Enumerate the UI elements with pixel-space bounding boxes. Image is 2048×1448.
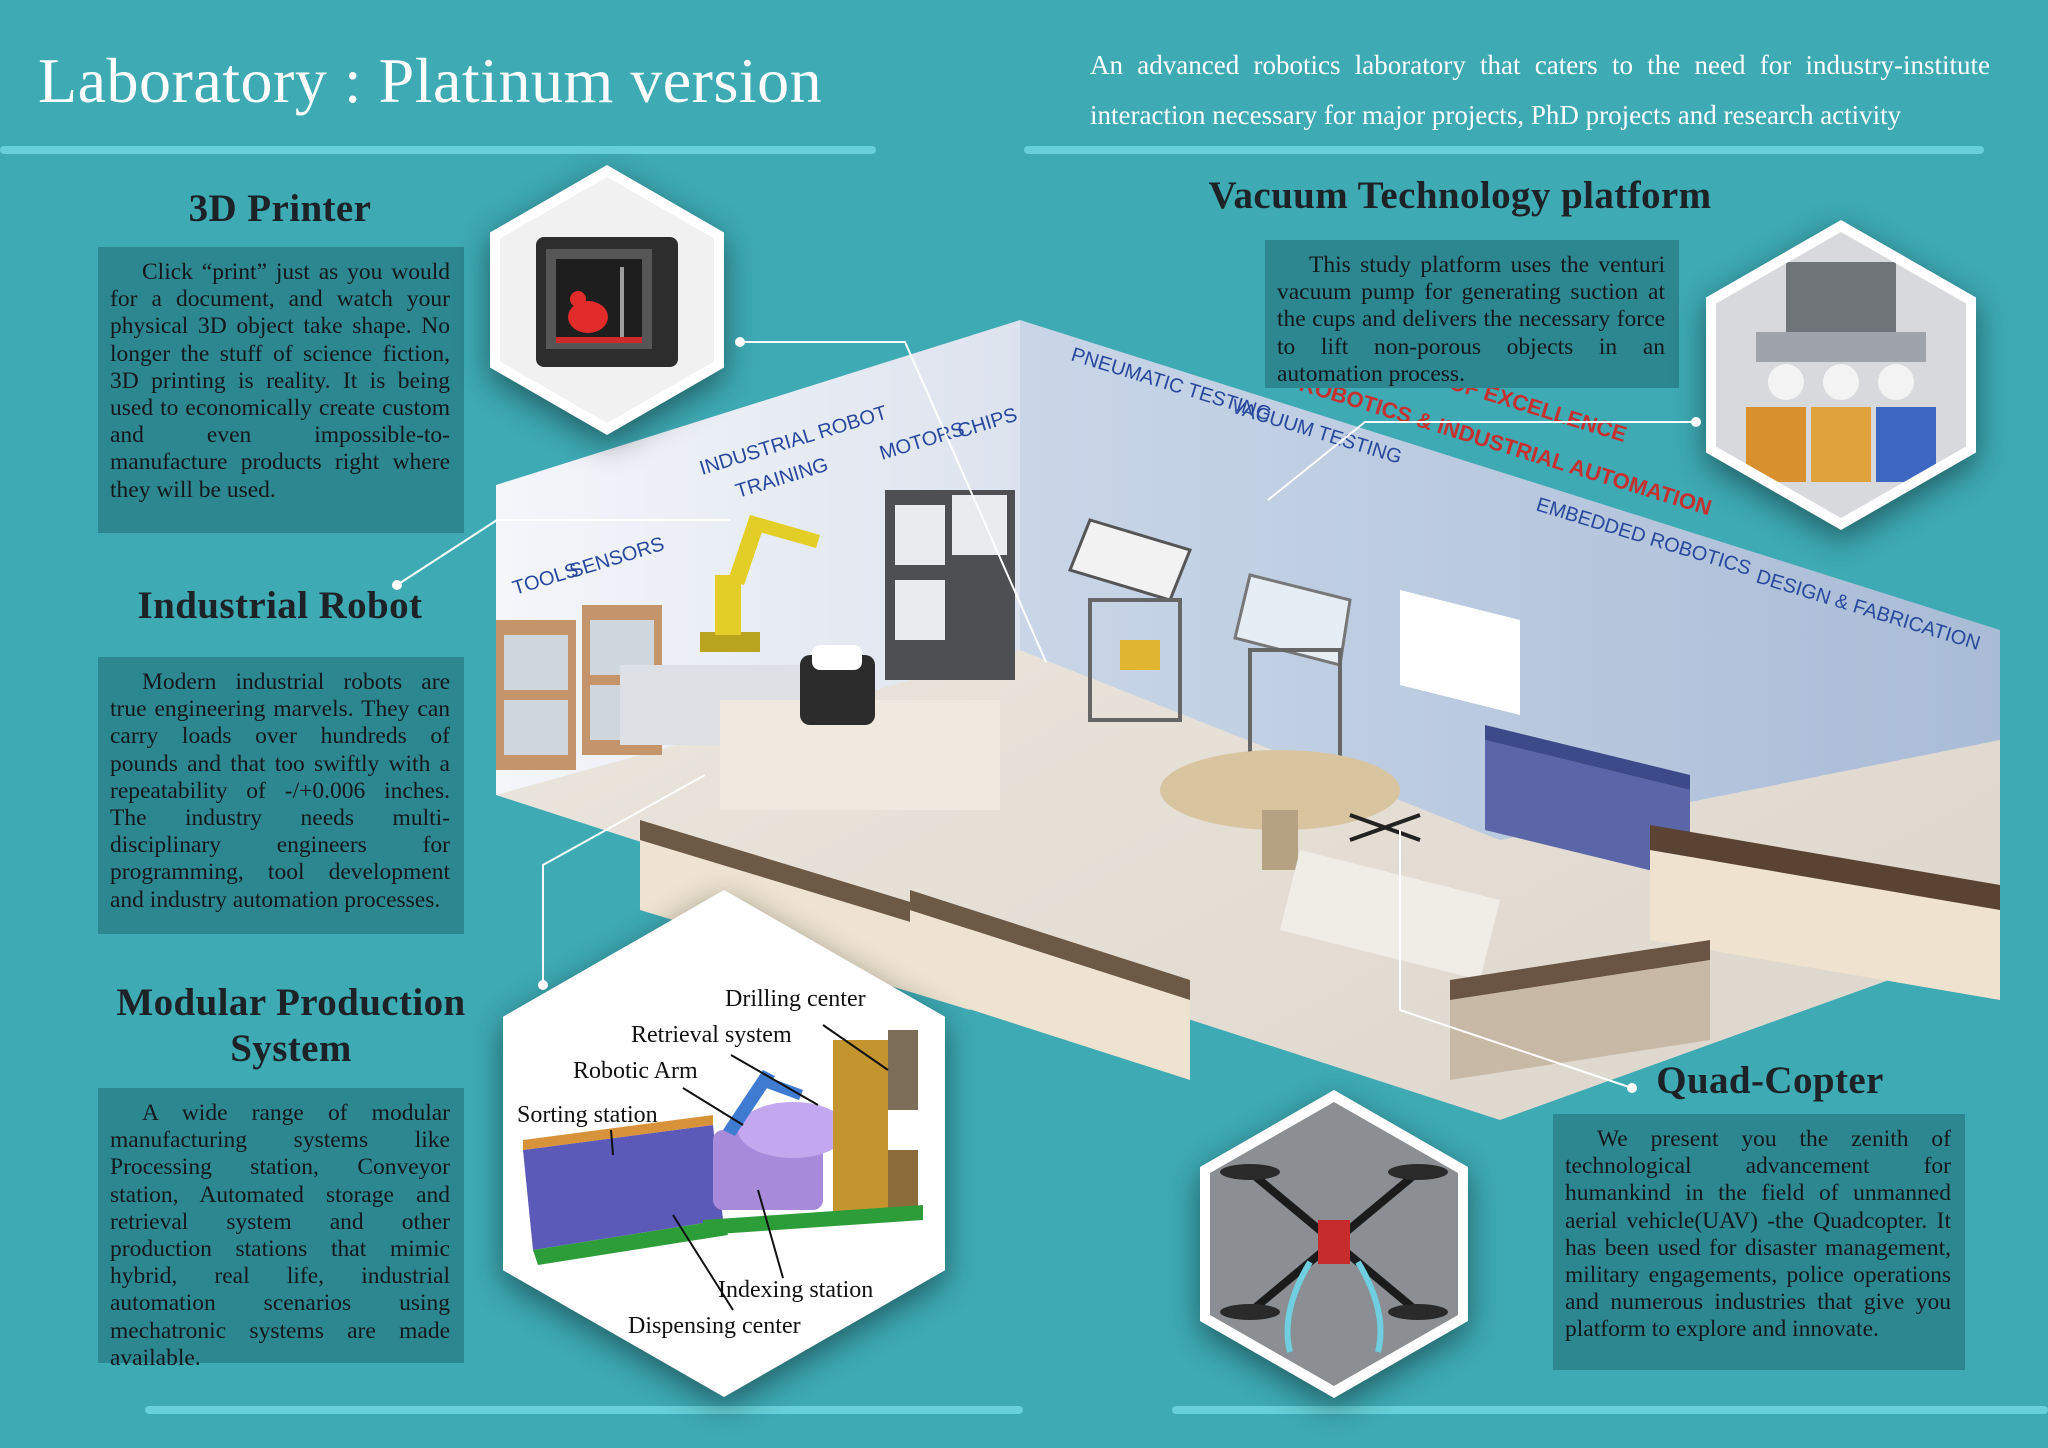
connector-dot-robot [392, 580, 402, 590]
header-rule-left [0, 146, 876, 154]
quad-heading: Quad-Copter [1656, 1059, 1884, 1102]
embedded-benches [1485, 725, 1690, 880]
quad-hexagon [1200, 1090, 1468, 1398]
mps-heading-line2: System [230, 1027, 352, 1070]
vacuum-text-panel: This study platform uses the venturi vac… [1265, 240, 1679, 388]
vacuum-hexagon [1706, 220, 1976, 530]
quad-desk [1280, 850, 1500, 980]
motor-shelves [885, 490, 1015, 680]
whiteboard [1400, 590, 1520, 715]
round-table [1160, 750, 1400, 830]
mps-label-arm: Robotic Arm [573, 1058, 698, 1084]
office-desk [1450, 940, 1710, 1080]
lab-3d-printer [800, 655, 875, 725]
fabrication-counter [1650, 825, 2000, 1000]
robot-heading: Industrial Robot [137, 584, 423, 627]
workstations [640, 820, 1190, 1080]
connector-dot-vacuum [1691, 417, 1701, 427]
page-title: Laboratory : Platinum version [38, 45, 823, 116]
robot-text-panel: Modern industrial robots are true engine… [98, 657, 464, 934]
footer-rule-right [1172, 1406, 2048, 1414]
mps-label-sorting: Sorting station [517, 1102, 658, 1128]
header-rule-right [1024, 146, 1984, 154]
printer-text-panel: Click “print” just as you would for a do… [98, 247, 464, 533]
pneumatic-station [1067, 518, 1193, 722]
mps-text-panel: A wide range of modular manufacturing sy… [98, 1088, 464, 1371]
vacuum-station [1233, 573, 1352, 762]
mps-label-retrieval: Retrieval system [631, 1022, 792, 1048]
footer-rule-left [145, 1406, 1023, 1414]
connector-dot-quad [1627, 1083, 1637, 1093]
lab-right-wall [1020, 320, 2000, 840]
connector-dot-mps [538, 980, 548, 990]
mps-label-dispensing: Dispensing center [628, 1313, 801, 1339]
mps-diagram: Drilling center Retrieval system Robotic… [517, 986, 923, 1339]
mps-heading-line1: Modular Production [116, 981, 466, 1024]
page-subtitle: An advanced robotics laboratory that cat… [1090, 50, 1990, 130]
printer-hexagon [490, 165, 724, 435]
quadcopter-icon [1220, 1164, 1448, 1353]
3d-printer-icon [536, 237, 678, 367]
vacuum-gripper-icon [1746, 262, 1936, 482]
lab-illustration: TOOLS SENSORS INDUSTRIAL ROBOT TRAINING … [496, 320, 2000, 1120]
mps-hexagon: Drilling center Retrieval system Robotic… [503, 890, 945, 1397]
vacuum-heading: Vacuum Technology platform [1208, 174, 1712, 217]
connector-dot-printer [735, 337, 745, 347]
quad-text-panel: We present you the zenith of technologic… [1553, 1114, 1965, 1370]
printer-heading: 3D Printer [188, 187, 372, 230]
lab-quadcopter [1349, 813, 1421, 842]
mps-label-drilling: Drilling center [725, 986, 866, 1012]
mps-label-indexing: Indexing station [718, 1277, 873, 1303]
